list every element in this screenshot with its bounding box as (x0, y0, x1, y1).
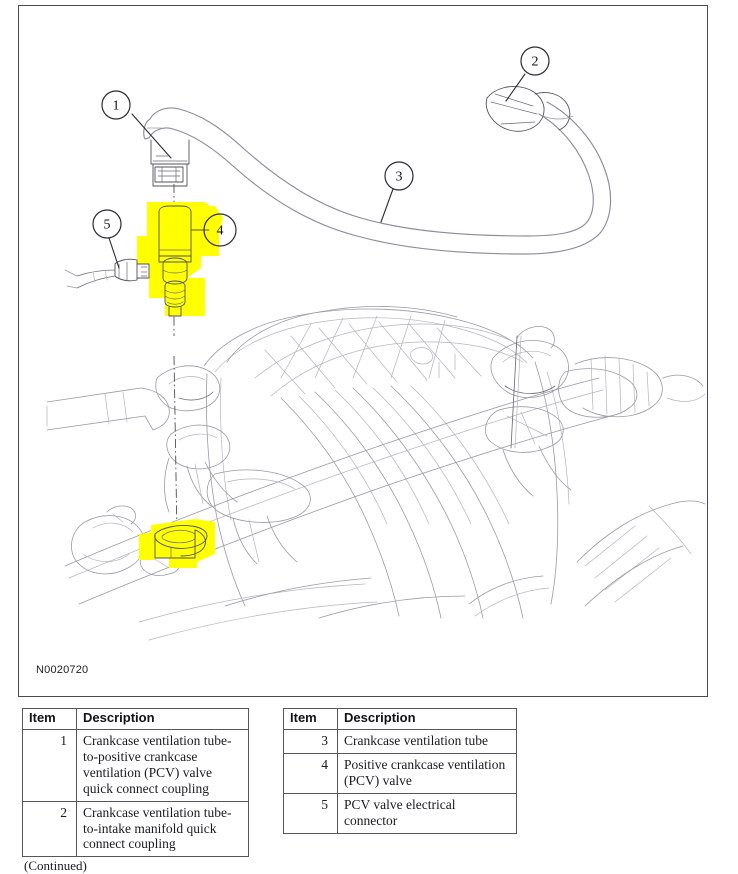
row-item-number: 5 (283, 792, 338, 834)
engine-linework (46, 306, 706, 641)
header-item: Item (283, 708, 338, 730)
header-description: Description (337, 708, 517, 730)
callout-3[interactable]: 3 (380, 161, 414, 223)
row-item-description: Crankcase ventilation tube-to-positive c… (76, 728, 249, 802)
table-row: 3 Crankcase ventilation tube (283, 728, 517, 754)
callout-2-label: 2 (532, 55, 539, 70)
figure-id-label: N0020720 (36, 664, 89, 676)
pcv-valve-seat-highlight (139, 519, 215, 568)
row-item-number: 1 (22, 728, 77, 802)
illustration-frame: 1 2 3 4 5 (18, 5, 708, 697)
pcv-electrical-connector (64, 258, 150, 289)
callout-4[interactable]: 4 (203, 213, 237, 247)
row-item-description: Positive crankcase ventilation (PCV) val… (337, 752, 517, 794)
pcv-valve-part (158, 205, 210, 317)
header-description: Description (76, 708, 249, 730)
callout-5-label: 5 (104, 218, 111, 233)
row-item-description: Crankcase ventilation tube-to-intake man… (76, 800, 249, 858)
row-item-number: 4 (283, 752, 338, 794)
row-item-number: 3 (283, 728, 338, 754)
callout-4-label: 4 (217, 224, 224, 239)
table-row: 2 Crankcase ventilation tube-to-intake m… (22, 800, 249, 858)
crankcase-ventilation-tube (143, 101, 612, 255)
continued-note: (Continued) (24, 858, 87, 873)
table-row: 5 PCV valve electrical connector (283, 792, 517, 834)
item-table-right: Item Description 3 Crankcase ventilation… (283, 708, 517, 834)
callout-3-label: 3 (396, 170, 403, 185)
engine-diagram: 1 2 3 4 5 (46, 46, 706, 641)
row-item-number: 2 (22, 800, 77, 858)
table-row: 1 Crankcase ventilation tube-to-positive… (22, 728, 249, 802)
item-table-left: Item Description 1 Crankcase ventilation… (22, 708, 249, 858)
table-row: 4 Positive crankcase ventilation (PCV) v… (283, 752, 517, 794)
callout-2[interactable]: 2 (505, 46, 550, 102)
callout-1-label: 1 (113, 99, 120, 114)
header-item: Item (22, 708, 77, 730)
quick-connect-coupling-2 (485, 86, 574, 132)
callout-1[interactable]: 1 (101, 90, 172, 159)
row-item-description: Crankcase ventilation tube (337, 728, 517, 754)
callout-5[interactable]: 5 (92, 209, 122, 269)
row-item-description: PCV valve electrical connector (337, 792, 517, 834)
table-header-row: Item Description (283, 708, 517, 730)
pcv-valve-seat-part (154, 525, 208, 559)
quick-connect-coupling-1 (150, 139, 190, 187)
table-header-row: Item Description (22, 708, 249, 730)
centerline-lower (173, 355, 178, 537)
callout-group: 1 2 3 4 5 (92, 46, 550, 269)
pcv-valve-highlight (137, 202, 223, 316)
